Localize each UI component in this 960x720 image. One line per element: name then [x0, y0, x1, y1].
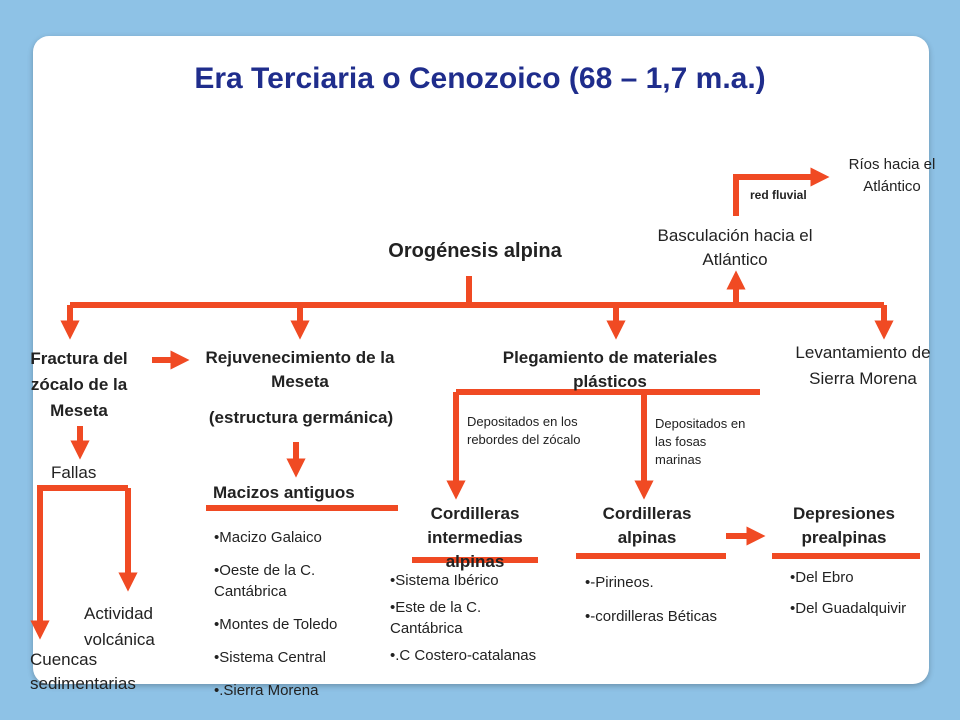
list-item: •-Pirineos. — [585, 574, 654, 591]
red-fluvial-label: red fluvial — [750, 188, 807, 202]
estructura-label: (estructura germánica) — [208, 408, 394, 427]
cuencas-label: Cuencas sedimentarias — [30, 650, 136, 693]
depresiones-list: •Del Ebro •Del Guadalquivir — [790, 567, 950, 619]
plegamiento-label: Plegamiento de materiales plásticos — [502, 348, 718, 391]
basculacion-label: Basculación hacia el Atlántico — [657, 226, 813, 269]
list-item: •Macizo Galaico — [214, 529, 322, 546]
fractura-label: Fractura del zócalo de la Meseta — [30, 349, 128, 420]
levantamiento-label: Levantamiento de Sierra Morena — [795, 343, 931, 388]
list-item: •Este de la C. Cantábrica — [390, 599, 482, 637]
alpinas-list: •-Pirineos. •-cordilleras Béticas — [585, 572, 765, 627]
list-item: •Sistema Ibérico — [390, 572, 499, 589]
macizos-list: •Macizo Galaico •Oeste de la C. Cantábri… — [214, 527, 386, 701]
list-item: •.C Costero-catalanas — [390, 647, 537, 664]
macizos-title: Macizos antiguos — [213, 483, 355, 502]
depresiones-title: Depresiones prealpinas — [792, 504, 896, 547]
depositados-rebordes-label: Depositados en los rebordes del zócalo — [467, 414, 581, 447]
intermedias-title: Cordilleras intermedias alpinas — [427, 504, 523, 571]
page-title: Era Terciaria o Cenozoico (68 – 1,7 m.a.… — [194, 62, 766, 95]
depositados-fosas-label: Depositados en las fosas marinas — [655, 416, 746, 467]
alpinas-title: Cordilleras alpinas — [602, 504, 692, 547]
arrow-red-fluvial — [733, 167, 830, 216]
list-item: •-cordilleras Béticas — [585, 608, 717, 625]
actividad-label: Actividad volcánica — [84, 604, 155, 649]
rejuvenecimiento-label: Rejuvenecimiento de la Meseta — [205, 348, 395, 391]
list-item: •Del Guadalquivir — [790, 600, 907, 617]
root-orogenesis: Orogénesis alpina — [388, 240, 562, 262]
list-item: •Oeste de la C. Cantábrica — [214, 562, 316, 600]
list-item: •.Sierra Morena — [214, 682, 319, 699]
intermedias-list: •Sistema Ibérico •Este de la C. Cantábri… — [390, 570, 540, 666]
arrow-to-cuencas — [30, 485, 128, 640]
list-item: •Del Ebro — [790, 569, 854, 586]
rios-label: Ríos hacia el Atlántico — [848, 156, 936, 195]
list-item: •Sistema Central — [214, 649, 326, 666]
list-item: •Montes de Toledo — [214, 616, 338, 633]
fallas-label: Fallas — [51, 463, 97, 482]
